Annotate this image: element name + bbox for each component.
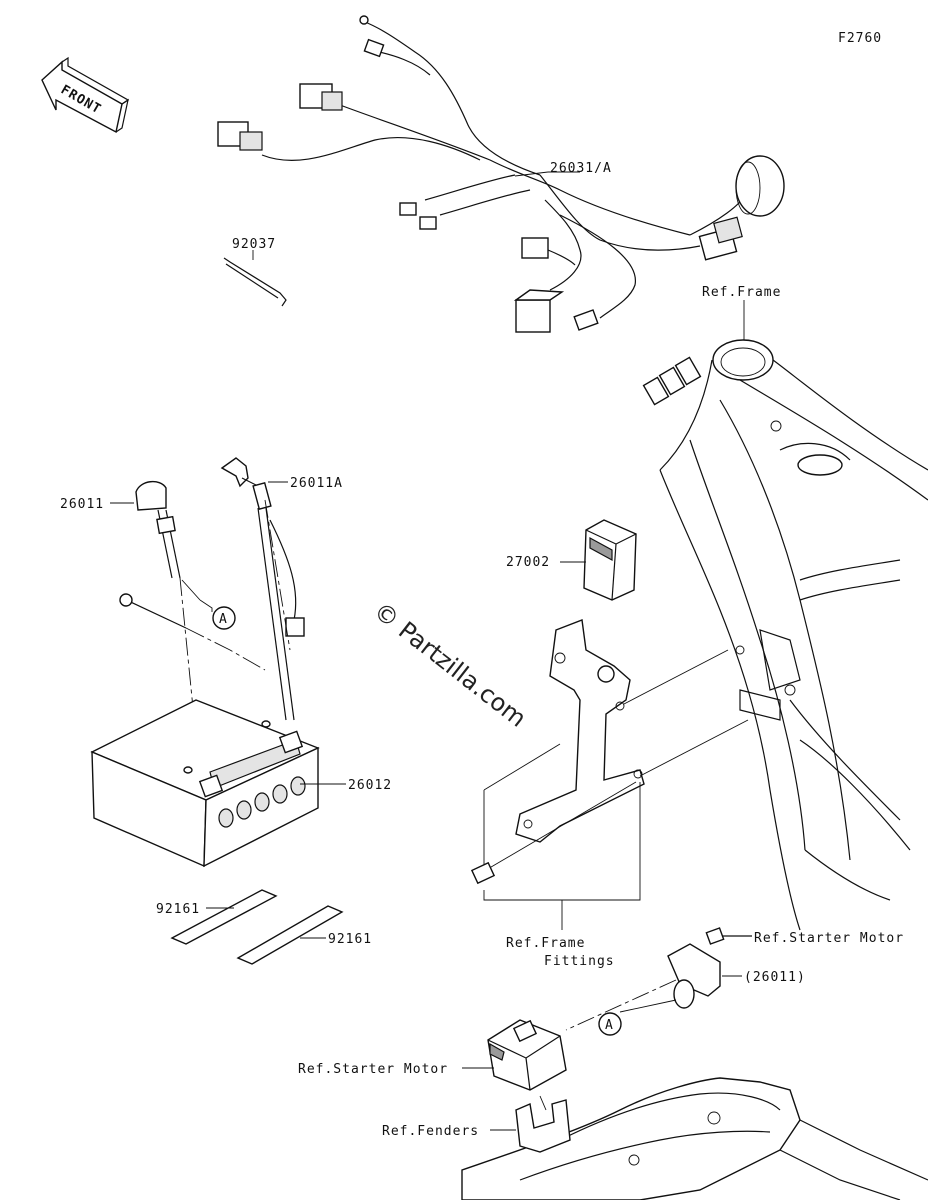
- callout-26011A: 26011A: [290, 476, 343, 491]
- relay-27002: [560, 519, 637, 601]
- bolt: [470, 861, 496, 885]
- callout-26012: 26012: [348, 778, 392, 793]
- callout-27002: 27002: [506, 555, 550, 570]
- callout-26011-paren: (26011): [744, 970, 806, 985]
- starter-cover: [565, 927, 752, 1031]
- ref-frame-fittings-2: Fittings: [544, 954, 615, 969]
- cable-26011A: [220, 457, 305, 721]
- diagram-code: F2760: [838, 31, 882, 46]
- ref-A-left-marker: [212, 606, 236, 630]
- ref-frame-top: Ref.Frame: [702, 285, 781, 300]
- fender: [461, 1077, 928, 1200]
- cable-26011: [119, 481, 266, 779]
- ref-fenders: Ref.Fenders: [382, 1124, 479, 1139]
- band-92037: [223, 250, 287, 307]
- callout-26031A: 26031/A: [550, 161, 612, 176]
- frame: [642, 339, 928, 931]
- ref-A-left: A: [219, 612, 228, 627]
- pads-92161: [170, 889, 344, 965]
- watermark: © Partzilla.com: [368, 597, 531, 733]
- ref-starter-motor-top: Ref.Starter Motor: [754, 931, 904, 946]
- ref-A-right: A: [605, 1018, 614, 1033]
- callout-92161-b: 92161: [328, 932, 372, 947]
- battery-26012: [90, 699, 320, 868]
- main-harness: [217, 15, 785, 333]
- relay-bracket: [483, 619, 749, 871]
- ref-frame-fittings-1: Ref.Frame: [506, 936, 585, 951]
- starter-relay: [462, 1019, 567, 1091]
- ref-starter-motor-left: Ref.Starter Motor: [298, 1062, 448, 1077]
- ref-A-right-marker: [598, 1012, 622, 1036]
- callout-26011: 26011: [60, 497, 104, 512]
- front-arrow-icon: FRONT: [41, 56, 130, 134]
- callout-92161-a: 92161: [156, 902, 200, 917]
- callout-92037: 92037: [232, 237, 276, 252]
